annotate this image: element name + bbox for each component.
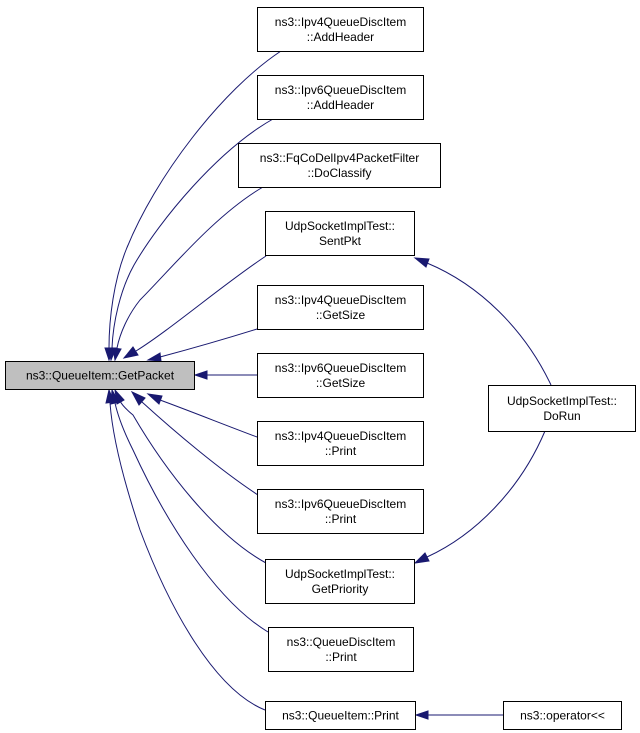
node-label-line: UdpSocketImplTest:: bbox=[507, 394, 617, 408]
node-box bbox=[503, 701, 622, 730]
node-label-line: ns3::QueueItem::GetPacket bbox=[26, 369, 175, 383]
arrowhead bbox=[146, 352, 162, 362]
node-label-line: ::GetSize bbox=[316, 308, 366, 322]
node-label-line: ::GetSize bbox=[316, 376, 366, 390]
node-ipv4-print[interactable]: ns3::Ipv4QueueDiscItem::Print bbox=[257, 421, 424, 466]
arrowhead bbox=[414, 710, 429, 720]
node-box bbox=[265, 559, 415, 604]
node-label-line: UdpSocketImplTest:: bbox=[285, 219, 395, 233]
edge-udp-dorun-to-udp-sentpkt bbox=[413, 257, 552, 386]
node-box bbox=[257, 421, 424, 466]
edge-operator-to-queueitem-print bbox=[414, 710, 503, 720]
edge-ipv6-print-to-root bbox=[130, 390, 259, 496]
edge-line bbox=[111, 118, 274, 349]
edge-udp-dorun-to-udp-getpriority bbox=[413, 430, 546, 564]
node-label-line: ns3::Ipv6QueueDiscItem bbox=[275, 83, 406, 97]
node-box bbox=[257, 75, 424, 120]
edge-udp-getpriority-to-root bbox=[114, 388, 267, 564]
edge-queueitem-print-to-root bbox=[105, 388, 266, 711]
node-label-line: DoRun bbox=[543, 409, 580, 423]
edge-ipv4-addheader-to-root bbox=[104, 50, 282, 362]
nodes-layer: ns3::QueueItem::GetPacketns3::Ipv4QueueD… bbox=[5, 7, 636, 730]
edge-line bbox=[141, 401, 259, 496]
arrowhead bbox=[122, 346, 139, 359]
node-label-line: UdpSocketImplTest:: bbox=[285, 567, 395, 581]
arrowhead bbox=[130, 390, 146, 406]
node-ipv6-getsize[interactable]: ns3::Ipv6QueueDiscItem::GetSize bbox=[257, 353, 424, 398]
node-box bbox=[265, 701, 416, 730]
node-label-line: ns3::Ipv4QueueDiscItem bbox=[275, 15, 406, 29]
node-label-line: ::Print bbox=[325, 512, 357, 526]
edge-fqcodel-classify-to-root bbox=[112, 186, 264, 362]
edge-line bbox=[116, 186, 264, 349]
node-ipv4-addheader[interactable]: ns3::Ipv4QueueDiscItem::AddHeader bbox=[257, 7, 424, 52]
node-udp-getpriority[interactable]: UdpSocketImplTest::GetPriority bbox=[265, 559, 415, 604]
node-label-line: ns3::Ipv4QueueDiscItem bbox=[275, 293, 406, 307]
node-label-line: ::DoClassify bbox=[307, 166, 371, 180]
edge-queuedisc-print-to-root bbox=[110, 388, 269, 633]
node-label-line: ns3::Ipv6QueueDiscItem bbox=[275, 361, 406, 375]
node-label-line: ns3::QueueDiscItem bbox=[287, 635, 396, 649]
node-box bbox=[257, 353, 424, 398]
arrowhead bbox=[413, 552, 430, 564]
node-label-line: ns3::QueueItem::Print bbox=[282, 709, 399, 723]
node-label-line: SentPkt bbox=[319, 234, 362, 248]
edge-line bbox=[114, 402, 269, 633]
node-label-line: GetPriority bbox=[312, 582, 369, 596]
arrowhead bbox=[105, 388, 115, 404]
edges-layer bbox=[104, 50, 552, 720]
node-udp-sentpkt[interactable]: UdpSocketImplTest::SentPkt bbox=[265, 211, 415, 256]
arrowhead bbox=[112, 347, 122, 362]
node-label-line: ns3::Ipv4QueueDiscItem bbox=[275, 429, 406, 443]
edge-ipv4-print-to-root bbox=[146, 393, 258, 438]
node-box bbox=[265, 211, 415, 256]
node-ipv6-addheader[interactable]: ns3::Ipv6QueueDiscItem::AddHeader bbox=[257, 75, 424, 120]
node-box bbox=[488, 385, 636, 432]
edge-ipv6-getsize-to-root bbox=[193, 370, 257, 380]
node-box bbox=[257, 7, 424, 52]
node-box bbox=[238, 143, 441, 188]
node-label-line: ::AddHeader bbox=[307, 98, 374, 112]
edge-udp-sentpkt-to-root bbox=[122, 255, 267, 359]
edge-line bbox=[135, 255, 267, 352]
edge-line bbox=[159, 328, 258, 358]
node-label-line: ns3::Ipv6QueueDiscItem bbox=[275, 497, 406, 511]
edge-line bbox=[108, 50, 282, 349]
node-box bbox=[257, 489, 424, 534]
node-label-line: ::AddHeader bbox=[307, 30, 374, 44]
node-operator[interactable]: ns3::operator<< bbox=[503, 701, 622, 730]
node-label-line: ::Print bbox=[325, 650, 357, 664]
arrowhead bbox=[193, 370, 208, 380]
node-ipv4-getsize[interactable]: ns3::Ipv4QueueDiscItem::GetSize bbox=[257, 285, 424, 330]
edge-line bbox=[109, 402, 266, 711]
node-queuedisc-print[interactable]: ns3::QueueDiscItem::Print bbox=[268, 627, 414, 672]
node-box bbox=[5, 361, 195, 390]
node-label-line: ::Print bbox=[325, 444, 357, 458]
node-udp-dorun[interactable]: UdpSocketImplTest::DoRun bbox=[488, 385, 636, 432]
node-label-line: ns3::FqCoDelIpv4PacketFilter bbox=[260, 151, 419, 165]
node-fqcodel-classify[interactable]: ns3::FqCoDelIpv4PacketFilter::DoClassify bbox=[238, 143, 441, 188]
edge-ipv4-getsize-to-root bbox=[146, 328, 258, 362]
arrowhead bbox=[146, 393, 163, 405]
edge-line bbox=[426, 262, 552, 386]
edge-line bbox=[426, 430, 546, 558]
node-ipv6-print[interactable]: ns3::Ipv6QueueDiscItem::Print bbox=[257, 489, 424, 534]
node-box bbox=[268, 627, 414, 672]
node-box bbox=[257, 285, 424, 330]
arrowhead bbox=[413, 257, 430, 268]
node-label-line: ns3::operator<< bbox=[520, 709, 605, 723]
node-queueitem-print[interactable]: ns3::QueueItem::Print bbox=[265, 701, 416, 730]
root-node-root[interactable]: ns3::QueueItem::GetPacket bbox=[5, 361, 195, 390]
edge-line bbox=[159, 399, 258, 438]
edge-line bbox=[119, 400, 267, 564]
